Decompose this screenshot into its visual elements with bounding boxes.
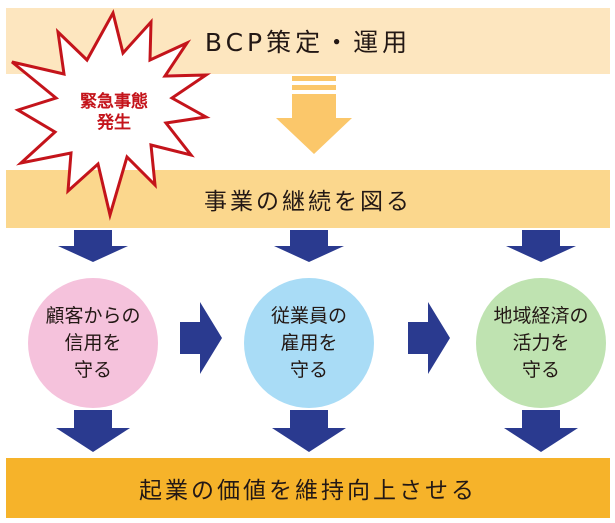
regional-economy-circle: 地域経済の 活力を 守る [476, 278, 606, 408]
navy-right-arrow-1 [180, 302, 222, 374]
navy-down-arrow-5 [272, 410, 346, 452]
regional-economy-line-2: 活力を [512, 331, 570, 354]
customer-trust-line-2: 信用を [64, 331, 122, 354]
business-continuity-label: 事業の継続を図る [204, 189, 412, 215]
emergency-line-1: 緊急事態 [80, 92, 148, 112]
enterprise-value-band: 起業の価値を維持向上させる [6, 458, 610, 518]
employee-employment-circle: 従業員の 雇用を 守る [244, 278, 374, 408]
navy-down-arrow-4 [56, 410, 130, 452]
enterprise-value-label: 起業の価値を維持向上させる [139, 478, 477, 504]
employee-employment-line-1: 従業員の [270, 304, 347, 327]
navy-down-arrow-3 [506, 230, 576, 262]
customer-trust-line-3: 守る [73, 358, 112, 381]
orange-down-arrow [276, 76, 352, 154]
navy-down-arrow-1 [58, 230, 128, 262]
emergency-burst-shape [11, 8, 212, 221]
bcp-band-label: BCP策定・運用 [204, 28, 412, 57]
navy-right-arrow-2 [408, 302, 450, 374]
employee-employment-line-2: 雇用を [280, 331, 338, 354]
customer-trust-line-1: 顧客からの [45, 304, 141, 327]
emergency-line-2: 発生 [97, 113, 131, 133]
regional-economy-line-3: 守る [521, 358, 560, 381]
navy-down-arrow-6 [504, 410, 578, 452]
customer-trust-circle: 顧客からの 信用を 守る [28, 278, 158, 408]
navy-down-arrow-2 [274, 230, 344, 262]
regional-economy-line-1: 地域経済の [493, 304, 589, 327]
employee-employment-line-3: 守る [289, 358, 328, 381]
emergency-burst-label: 緊急事態 発生 [58, 92, 170, 134]
